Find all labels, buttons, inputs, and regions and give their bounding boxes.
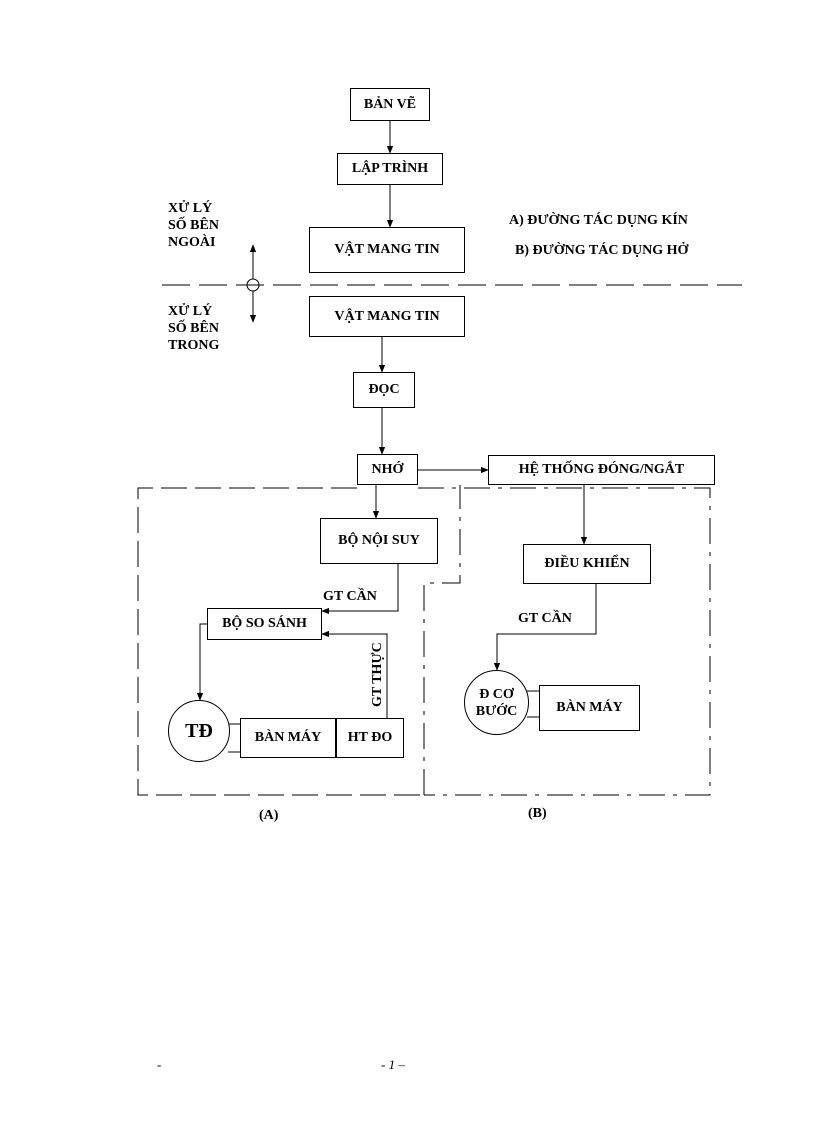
stepper-line1: Đ CƠ bbox=[479, 686, 514, 702]
gt-thuc-label: GT THỰC bbox=[370, 642, 385, 707]
section-boundary-b bbox=[418, 485, 711, 796]
section-b-label: (B) bbox=[528, 806, 547, 821]
arrow-htdo-bososanh bbox=[321, 630, 388, 718]
inside-line1: XỬ LÝ bbox=[168, 304, 213, 319]
legend-closed-loop: A) ĐƯỜNG TÁC DỤNG KÍN bbox=[509, 213, 688, 228]
page-number: - 1 – bbox=[381, 1057, 405, 1072]
vat-mang-tin-top-box: VẬT MANG TIN bbox=[309, 227, 465, 273]
bo-noi-suy-box: BỘ NỘI SUY bbox=[320, 518, 438, 564]
gt-can-b-label: GT CẦN bbox=[518, 611, 572, 626]
vat-mang-tin-bottom-box: VẬT MANG TIN bbox=[309, 296, 465, 337]
inside-processing-label: XỬ LÝ SỐ BÊN TRONG bbox=[168, 303, 219, 354]
dieu-khien-box: ĐIỀU KHIỂN bbox=[523, 544, 651, 584]
inside-line2: SỐ BÊN bbox=[168, 321, 219, 336]
arrow-bososanh-td bbox=[196, 623, 207, 701]
section-a-label: (A) bbox=[259, 808, 279, 823]
stepper-motor-circle: Đ CƠ BƯỚC bbox=[464, 670, 529, 735]
outside-processing-label: XỬ LÝ SỐ BÊN NGOÀI bbox=[168, 200, 219, 251]
doc-box: ĐỌC bbox=[353, 372, 415, 408]
stepper-line2: BƯỚC bbox=[475, 703, 518, 719]
ban-may-a-box: BÀN MÁY bbox=[240, 718, 336, 758]
outside-line3: NGOÀI bbox=[168, 235, 216, 250]
ban-ve-box: BẢN VẼ bbox=[350, 88, 430, 121]
td-motor-circle: TĐ bbox=[168, 700, 230, 762]
legend-open-loop: B) ĐƯỜNG TÁC DỤNG HỞ bbox=[515, 243, 689, 258]
outside-line2: SỐ BÊN bbox=[168, 218, 219, 233]
outside-line1: XỬ LÝ bbox=[168, 201, 213, 216]
footer-left: - bbox=[157, 1057, 162, 1072]
gt-can-a-label: GT CẦN bbox=[323, 589, 377, 604]
lap-trinh-box: LẬP TRÌNH bbox=[337, 153, 443, 185]
arrow-dieukhien-dco bbox=[493, 584, 597, 671]
section-boundary-a bbox=[137, 487, 424, 796]
ban-may-b-box: BÀN MÁY bbox=[539, 685, 640, 731]
inside-line3: TRONG bbox=[168, 338, 220, 353]
nho-box: NHỚ bbox=[357, 454, 418, 485]
bo-so-sanh-box: BỘ SO SÁNH bbox=[207, 608, 322, 640]
he-thong-dong-ngat-box: HỆ THỐNG ĐÓNG/NGẮT bbox=[488, 455, 715, 485]
arrow-bonoisuy-bososanh bbox=[321, 564, 399, 615]
ht-do-box: HT ĐO bbox=[336, 718, 404, 758]
